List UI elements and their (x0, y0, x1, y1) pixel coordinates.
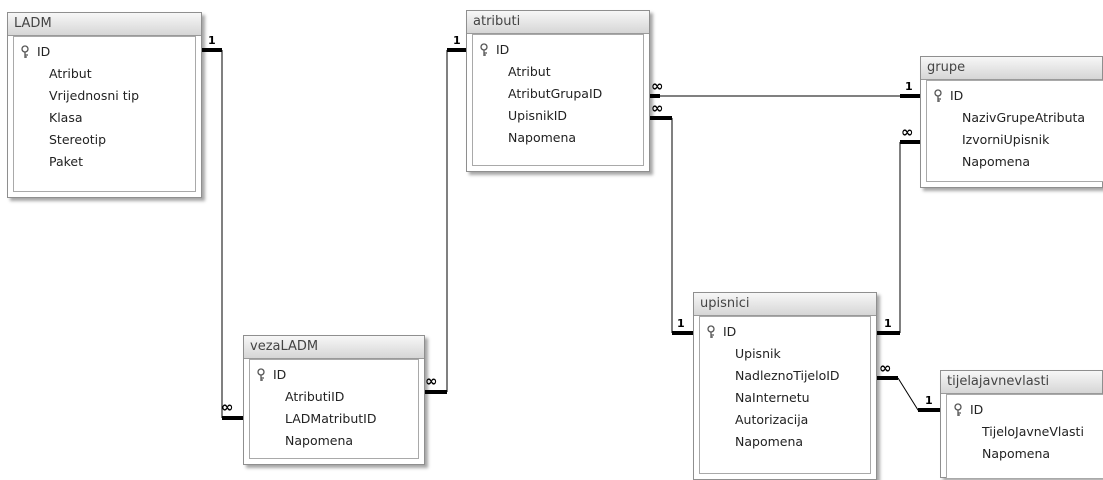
field-row[interactable]: Autorizacija (700, 409, 870, 431)
cardinality-one-label: 1 (925, 394, 933, 407)
field-row[interactable]: Napomena (927, 151, 1103, 173)
cardinality-one-label: 1 (677, 317, 685, 330)
table-title[interactable]: upisnici (694, 293, 876, 316)
cardinality-one-label: 1 (208, 34, 216, 47)
field-name: Klasa (49, 110, 83, 125)
primary-key-icon (954, 403, 962, 416)
field-name: Autorizacija (735, 412, 809, 427)
field-name: Paket (49, 154, 84, 169)
field-list: ID Atribut Vrijednosni tip Klasa Stereot… (13, 36, 196, 192)
field-row[interactable]: NadleznoTijeloID (700, 365, 870, 387)
field-name: LADMatributID (285, 411, 377, 426)
cardinality-many-label: ∞ (221, 398, 234, 416)
field-row[interactable]: Stereotip (14, 129, 195, 151)
field-name: Napomena (962, 154, 1031, 169)
field-row[interactable]: Atribut (14, 63, 195, 85)
field-row[interactable]: ID (927, 85, 1103, 107)
field-name: Vrijednosni tip (49, 88, 140, 103)
table-vezaladm[interactable]: vezaLADM ID AtributiID LADMatributID Nap… (243, 335, 425, 465)
field-row[interactable]: Napomena (473, 127, 643, 149)
cardinality-many-label: ∞ (901, 123, 914, 141)
table-atributi[interactable]: atributi ID Atribut AtributGrupaID Upisn… (466, 10, 650, 172)
primary-key-icon (934, 89, 942, 102)
field-list: ID Atribut AtributGrupaID UpisnikID Napo… (472, 34, 644, 166)
field-row[interactable]: LADMatributID (250, 408, 418, 430)
field-name: TijeloJavneVlasti (982, 424, 1084, 439)
field-name: ID (723, 324, 737, 339)
cardinality-many-label: ∞ (425, 372, 438, 390)
primary-key-icon (257, 368, 265, 381)
field-name: NadleznoTijeloID (735, 368, 840, 383)
field-row[interactable]: NazivGrupeAtributa (927, 107, 1103, 129)
table-ladm[interactable]: LADM ID Atribut Vrijednosni tip Klasa St… (7, 12, 202, 198)
field-row[interactable]: AtributiID (250, 386, 418, 408)
field-name: Atribut (508, 64, 551, 79)
field-row[interactable]: Klasa (14, 107, 195, 129)
table-title[interactable]: tijelajavnevlasti (941, 371, 1102, 394)
field-name: AtributGrupaID (508, 86, 603, 101)
field-row[interactable]: NaInternetu (700, 387, 870, 409)
field-list: ID AtributiID LADMatributID Napomena (249, 359, 419, 459)
cardinality-many-label: ∞ (651, 99, 664, 117)
cardinality-one-label: 1 (884, 317, 892, 330)
rel-upisnici-atributi[interactable] (650, 116, 693, 335)
field-name: Atribut (49, 66, 92, 81)
field-row[interactable]: AtributGrupaID (473, 83, 643, 105)
field-name: ID (273, 367, 287, 382)
field-row[interactable]: ID (250, 364, 418, 386)
field-list: ID NazivGrupeAtributa IzvorniUpisnik Nap… (926, 80, 1103, 182)
field-name: ID (950, 88, 964, 103)
table-title[interactable]: atributi (467, 11, 649, 34)
field-name: Napomena (735, 434, 804, 449)
field-row[interactable]: Napomena (250, 430, 418, 452)
field-row[interactable]: Napomena (947, 443, 1103, 465)
cardinality-many-label: ∞ (879, 359, 892, 377)
field-name: Napomena (982, 446, 1051, 461)
field-row[interactable]: ID (14, 41, 195, 63)
field-name: NaInternetu (735, 390, 810, 405)
field-name: ID (37, 44, 51, 59)
table-title[interactable]: vezaLADM (244, 336, 424, 359)
field-row[interactable]: UpisnikID (473, 105, 643, 127)
field-row[interactable]: Paket (14, 151, 195, 173)
primary-key-icon (21, 45, 29, 58)
field-name: ID (496, 42, 510, 57)
field-name: Stereotip (49, 132, 107, 147)
field-row[interactable]: Napomena (700, 431, 870, 453)
field-name: Napomena (285, 433, 354, 448)
cardinality-one-label: 1 (453, 34, 461, 47)
table-title[interactable]: LADM (8, 13, 201, 36)
table-upisnici[interactable]: upisnici ID Upisnik NadleznoTijeloID NaI… (693, 292, 877, 480)
field-name: AtributiID (285, 389, 345, 404)
table-tijelajavnevlasti[interactable]: tijelajavnevlasti ID TijeloJavneVlasti N… (940, 370, 1103, 479)
field-name: UpisnikID (508, 108, 568, 123)
field-name: ID (970, 402, 984, 417)
field-row[interactable]: Upisnik (700, 343, 870, 365)
rel-ladm-vezaladm[interactable] (202, 48, 243, 420)
rel-tijela-upisnici[interactable] (877, 376, 940, 412)
field-name: NazivGrupeAtributa (962, 110, 1086, 125)
field-row[interactable]: ID (473, 39, 643, 61)
field-name: Napomena (508, 130, 577, 145)
rel-upisnici-grupe[interactable] (877, 140, 920, 335)
rel-atributi-vezaladm[interactable] (425, 48, 466, 394)
cardinality-one-label: 1 (905, 80, 913, 93)
primary-key-icon (707, 325, 715, 338)
field-row[interactable]: TijeloJavneVlasti (947, 421, 1103, 443)
table-grupe[interactable]: grupe ID NazivGrupeAtributa IzvorniUpisn… (920, 56, 1103, 188)
field-name: Upisnik (735, 346, 781, 361)
field-row[interactable]: Vrijednosni tip (14, 85, 195, 107)
cardinality-many-label: ∞ (651, 77, 664, 95)
field-name: IzvorniUpisnik (962, 132, 1050, 147)
field-row[interactable]: ID (947, 399, 1103, 421)
field-row[interactable]: ID (700, 321, 870, 343)
field-list: ID Upisnik NadleznoTijeloID NaInternetu … (699, 316, 871, 474)
table-title[interactable]: grupe (921, 57, 1102, 80)
field-row[interactable]: Atribut (473, 61, 643, 83)
field-list: ID TijeloJavneVlasti Napomena (946, 394, 1103, 479)
primary-key-icon (480, 43, 488, 56)
field-row[interactable]: IzvorniUpisnik (927, 129, 1103, 151)
